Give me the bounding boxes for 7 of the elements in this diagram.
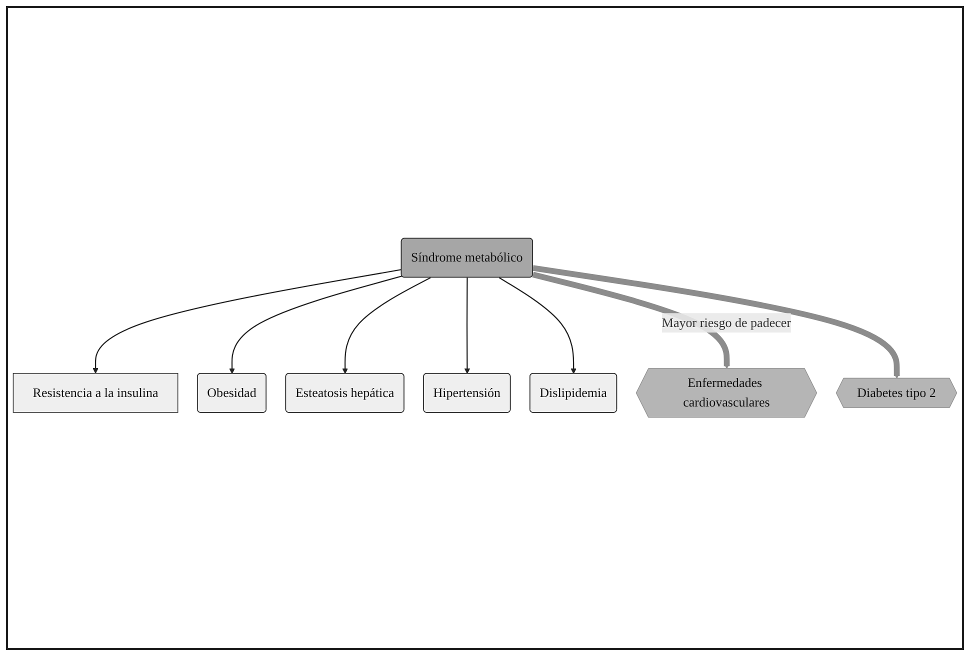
arrow xyxy=(342,277,431,374)
edge-label: Mayor riesgo de padecer xyxy=(662,316,792,330)
node-box: Resistencia a la insulina xyxy=(12,373,178,414)
arrow xyxy=(464,278,470,374)
arrow xyxy=(92,269,402,374)
arrow xyxy=(498,277,576,374)
arrow xyxy=(229,276,402,374)
